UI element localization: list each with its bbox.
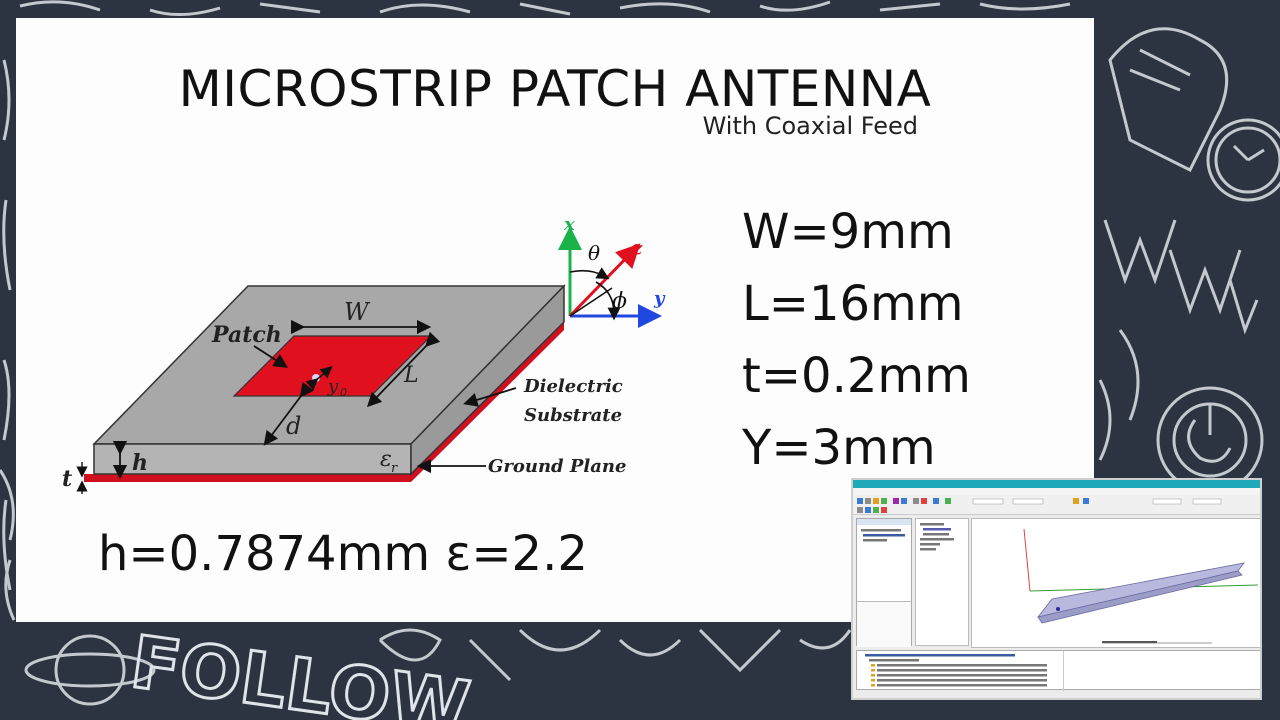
phi-label: ϕ xyxy=(612,289,627,314)
slide-subtitle: With Coaxial Feed xyxy=(702,112,918,140)
label-feed-offset: y xyxy=(327,376,339,397)
antenna-diagram: Patch W L y 0 d h t ε r Dielectric Subst… xyxy=(62,214,666,494)
param-w: W=9mm xyxy=(742,204,954,260)
inset-model-tree xyxy=(915,518,969,646)
label-patch: Patch xyxy=(211,322,282,348)
label-length: L xyxy=(403,363,419,388)
axis-y-label: y xyxy=(653,288,666,309)
inset-toolbar xyxy=(853,495,1260,515)
slide-title: MICROSTRIP PATCH ANTENNA xyxy=(178,60,932,118)
inset-model-tree-lines xyxy=(920,523,954,551)
label-permittivity-sub: r xyxy=(391,461,398,476)
theta-label: θ xyxy=(588,241,600,265)
label-thickness: t xyxy=(62,466,72,492)
label-feed-offset-sub: 0 xyxy=(340,386,347,399)
inset-message-lines xyxy=(865,651,1064,691)
follow-doodle-text: FOLLOW xyxy=(126,620,475,720)
substrate-side xyxy=(410,284,565,476)
inset-project-tree xyxy=(861,529,905,542)
param-y: Y=3mm xyxy=(742,420,936,476)
inset-project-manager xyxy=(856,518,912,647)
inset-toolbar-icons xyxy=(857,498,1222,513)
label-dielectric-1: Dielectric xyxy=(523,376,623,397)
param-h-epsilon: h=0.7874mm ε=2.2 xyxy=(98,526,588,582)
inset-message-manager xyxy=(856,650,1260,691)
label-width: W xyxy=(344,298,371,326)
coordinate-axes: x y z θ ϕ xyxy=(558,214,666,328)
label-distance: d xyxy=(286,412,301,440)
label-dielectric-2: Substrate xyxy=(524,405,622,426)
hfss-screenshot-inset xyxy=(851,478,1262,700)
axis-x-label: x xyxy=(563,214,575,235)
param-t: t=0.2mm xyxy=(742,348,971,404)
ground-plane-side xyxy=(411,322,564,482)
label-height: h xyxy=(132,450,148,476)
inset-menubar xyxy=(853,488,1260,495)
label-permittivity: ε xyxy=(380,447,392,472)
inset-3d-modeler-view xyxy=(971,518,1260,648)
inset-3d-model xyxy=(1023,528,1259,644)
inset-titlebar xyxy=(853,480,1260,488)
param-l: L=16mm xyxy=(742,276,964,332)
ground-plane-front xyxy=(84,474,411,482)
label-ground-plane: Ground Plane xyxy=(488,456,626,477)
axis-z-label: z xyxy=(631,238,643,259)
